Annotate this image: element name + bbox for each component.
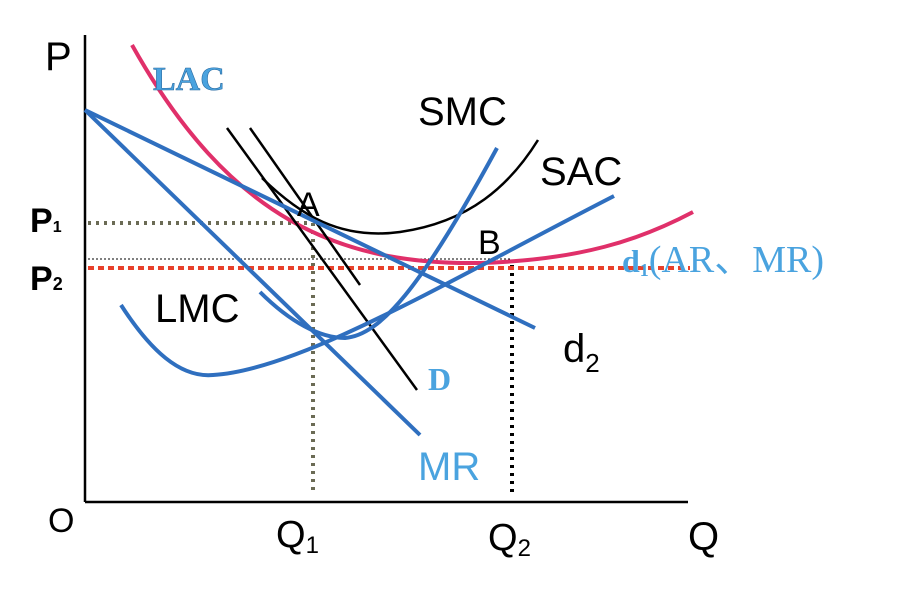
d1-label: d1(AR、MR) xyxy=(622,239,824,281)
q2-label: Q2 xyxy=(488,517,531,562)
point-a-label: A xyxy=(297,186,320,224)
p2-label: P2 xyxy=(30,260,63,298)
mr-curve xyxy=(83,108,422,437)
lac-label: LAC xyxy=(153,61,225,98)
x-axis-label: Q xyxy=(688,515,719,559)
d-label: D xyxy=(428,361,451,397)
smc-label: SMC xyxy=(418,90,507,134)
d-curve xyxy=(225,127,419,391)
smc-curve xyxy=(258,147,499,341)
steep-line xyxy=(248,127,362,286)
origin-label: O xyxy=(48,502,74,540)
lac-curve xyxy=(130,44,694,266)
lmc-label: LMC xyxy=(155,287,239,331)
point-b-label: B xyxy=(478,224,501,262)
q1-label: Q1 xyxy=(276,514,319,559)
sac-label: SAC xyxy=(540,150,622,194)
d2-curve xyxy=(84,108,536,330)
lmc-curve xyxy=(119,194,615,378)
d2-label: d2 xyxy=(563,327,600,378)
p1-label: P1 xyxy=(30,202,62,240)
mr-label: MR xyxy=(418,445,480,489)
y-axis-label: P xyxy=(45,35,72,79)
sac-curve xyxy=(261,139,540,235)
